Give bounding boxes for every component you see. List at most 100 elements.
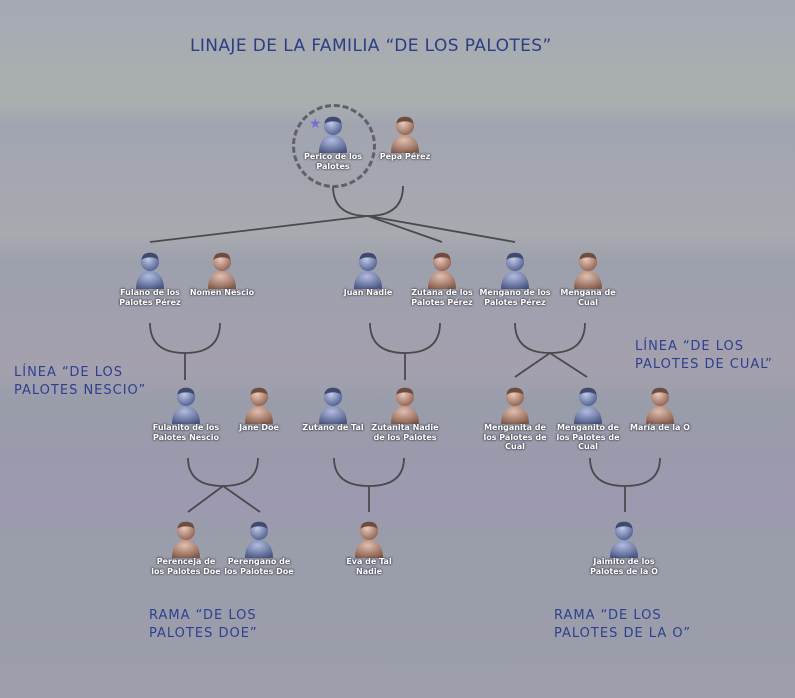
person-eva[interactable]: Eva de Tal Nadie: [324, 519, 414, 576]
avatar-hair: [324, 116, 342, 124]
person-zutano[interactable]: Zutano de Tal: [288, 385, 378, 433]
avatar-hair: [324, 387, 342, 395]
link-to-perenceja: [187, 485, 224, 513]
focus-person-highlight-ring: [292, 104, 376, 188]
person-male-icon: [319, 116, 347, 153]
person-name: Menganita de los Palotes de Cual: [483, 423, 547, 451]
person-name: Mengano de los Palotes Pérez: [479, 288, 551, 307]
avatar-body: [574, 406, 602, 424]
avatar-hair: [250, 387, 268, 395]
person-fulano[interactable]: Fulano de los Palotes Pérez: [105, 250, 195, 307]
avatar-hair: [396, 387, 414, 395]
person-zutana[interactable]: Zutana de los Palotes Pérez: [397, 250, 487, 307]
avatar-hair: [579, 252, 597, 260]
person-zutanita[interactable]: Zutanita Nadie de los Palotes: [360, 385, 450, 442]
person-name: Mengana de Cual: [560, 288, 616, 307]
person-name: Zutanita Nadie de los Palotes: [371, 423, 439, 442]
person-name: Eva de Tal Nadie: [346, 557, 392, 576]
avatar-hair: [177, 521, 195, 529]
person-name: Perenceja de los Palotes Doe: [151, 557, 221, 576]
label-linea-cual: LÍNEA “DE LOS PALOTES DE CUAL”: [635, 339, 773, 372]
avatar-body: [136, 271, 164, 289]
person-name: Perico de los Palotes: [304, 152, 362, 171]
page-title: LINAJE DE LA FAMILIA “DE LOS PALOTES”: [190, 36, 552, 56]
avatar-hair: [506, 387, 524, 395]
person-name: Jaimito de los Palotes de la O: [590, 557, 658, 576]
avatar-body: [172, 406, 200, 424]
link-to-zutana: [367, 215, 443, 243]
person-name: Pepa Pérez: [379, 152, 431, 161]
person-menganita[interactable]: Menganita de los Palotes de Cual: [470, 385, 560, 452]
person-female-icon: [245, 387, 273, 424]
avatar-body: [391, 135, 419, 153]
person-female-icon: [501, 387, 529, 424]
person-female-icon: [355, 521, 383, 558]
avatar-hair: [250, 521, 268, 529]
avatar-body: [391, 406, 419, 424]
person-name: Juan Nadie: [343, 288, 393, 297]
couple-connector-mengano-mengana: [514, 322, 586, 354]
couple-connector-fulanito-jane: [187, 457, 259, 487]
avatar-body: [501, 406, 529, 424]
person-female-icon: [391, 387, 419, 424]
person-male-icon: [172, 387, 200, 424]
person-maria[interactable]: María de la O: [615, 385, 705, 433]
person-menganito[interactable]: Menganito de los Palotes de Cual: [543, 385, 633, 452]
avatar-hair: [141, 252, 159, 260]
couple-connector-menganito-maria: [589, 457, 661, 487]
avatar-hair: [360, 521, 378, 529]
avatar-hair: [177, 387, 195, 395]
avatar-body: [355, 540, 383, 558]
avatar-body: [319, 406, 347, 424]
person-name: Zutana de los Palotes Pérez: [411, 288, 473, 307]
person-female-icon: [391, 116, 419, 153]
avatar-hair: [579, 387, 597, 395]
avatar-body: [574, 271, 602, 289]
avatar-hair: [506, 252, 524, 260]
person-nomen[interactable]: Nomen Nescio: [177, 250, 267, 298]
person-perenceja[interactable]: Perenceja de los Palotes Doe: [141, 519, 231, 576]
avatar-hair: [433, 252, 451, 260]
link-to-menganito: [549, 352, 588, 378]
person-male-icon: [354, 252, 382, 289]
person-male-icon: [501, 252, 529, 289]
link-to-fulano: [149, 215, 369, 243]
couple-connector-perico-pepa: [332, 185, 404, 217]
person-female-icon: [646, 387, 674, 424]
person-female-icon: [172, 521, 200, 558]
avatar-body: [646, 406, 674, 424]
person-female-icon: [428, 252, 456, 289]
label-linea-nescio: LÍNEA “DE LOS PALOTES NESCIO”: [14, 365, 147, 398]
person-fulanito[interactable]: Fulanito de los Palotes Nescio: [141, 385, 231, 442]
avatar-hair: [359, 252, 377, 260]
person-perico[interactable]: Perico de los Palotes: [288, 114, 378, 171]
avatar-hair: [396, 116, 414, 124]
person-male-icon: [136, 252, 164, 289]
person-name: Jane Doe: [239, 423, 279, 432]
person-mengano[interactable]: Mengano de los Palotes Pérez: [470, 250, 560, 307]
person-pepa[interactable]: Pepa Pérez: [360, 114, 450, 162]
person-mengana[interactable]: Mengana de Cual: [543, 250, 633, 307]
person-juan[interactable]: Juan Nadie: [323, 250, 413, 298]
avatar-hair: [213, 252, 231, 260]
person-jaimito[interactable]: Jaimito de los Palotes de la O: [579, 519, 669, 576]
avatar-body: [245, 540, 273, 558]
avatar-hair: [651, 387, 669, 395]
person-name: Nomen Nescio: [189, 288, 255, 297]
avatar-body: [208, 271, 236, 289]
avatar-body: [172, 540, 200, 558]
couple-connector-fulano-nomen: [149, 322, 221, 354]
person-male-icon: [245, 521, 273, 558]
person-name: Fulanito de los Palotes Nescio: [152, 423, 220, 442]
couple-connector-juan-zutana: [369, 322, 441, 354]
label-rama-o: RAMA “DE LOS PALOTES DE LA O”: [554, 608, 692, 641]
avatar-body: [245, 406, 273, 424]
person-perengano[interactable]: Perengano de los Palotes Doe: [214, 519, 304, 576]
link-to-perengano: [222, 485, 261, 513]
person-name: María de la O: [630, 423, 690, 432]
person-jane[interactable]: Jane Doe: [214, 385, 304, 433]
star-icon: ★: [309, 116, 322, 132]
avatar-body: [354, 271, 382, 289]
person-name: Menganito de los Palotes de Cual: [556, 423, 620, 451]
